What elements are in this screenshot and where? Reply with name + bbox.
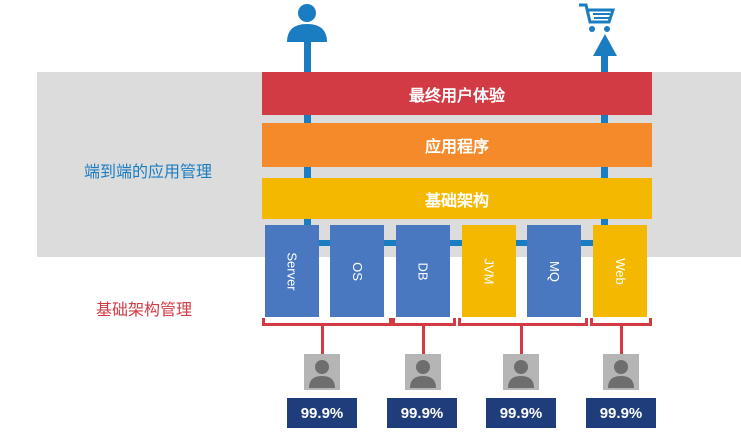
bracket-stem (422, 326, 425, 354)
availability-badge: 99.9% (486, 398, 556, 428)
component-connector-line (304, 240, 608, 246)
component-db: DB (396, 225, 450, 317)
component-label: JVM (481, 258, 497, 284)
infrastructure-label: 基础架构 (424, 192, 489, 210)
availability-badge: 99.9% (586, 398, 656, 428)
admin-user-icon (405, 354, 441, 390)
admin-user-icon (304, 354, 340, 390)
availability-badge: 99.9% (387, 398, 457, 428)
arrow-up-icon (593, 34, 617, 56)
component-mq: MQ (527, 225, 581, 317)
shopping-cart-icon (579, 3, 616, 32)
component-label: MQ (546, 260, 562, 282)
component-label: OS (349, 261, 365, 281)
component-os: OS (330, 225, 384, 317)
bracket-db (392, 318, 456, 326)
infrastructure-management-label: 基础架构管理 (96, 302, 193, 319)
bracket-stem (620, 326, 623, 354)
component-jvm: JVM (462, 225, 516, 317)
availability-badge: 99.9% (287, 398, 357, 428)
end-user-experience-layer: 最终用户体验 (262, 72, 652, 115)
bracket-stem (520, 326, 523, 354)
component-label: DB (415, 261, 431, 281)
component-server: Server (265, 225, 319, 317)
user-icon (287, 4, 327, 42)
component-label: Server (284, 251, 300, 291)
bracket-stem (321, 326, 324, 354)
admin-user-icon (503, 354, 539, 390)
component-label: Web (612, 257, 628, 285)
component-web: Web (593, 225, 647, 317)
bracket-jvm-mq (458, 318, 588, 326)
admin-user-icon (603, 354, 639, 390)
application-layer: 应用程序 (262, 123, 652, 167)
infrastructure-layer: 基础架构 (262, 178, 652, 219)
end-user-experience-label: 最终用户体验 (408, 87, 505, 105)
bracket-web (590, 318, 652, 326)
application-label: 应用程序 (424, 139, 489, 156)
end-to-end-management-label: 端到端的应用管理 (84, 164, 213, 181)
bracket-server-os (262, 318, 392, 326)
